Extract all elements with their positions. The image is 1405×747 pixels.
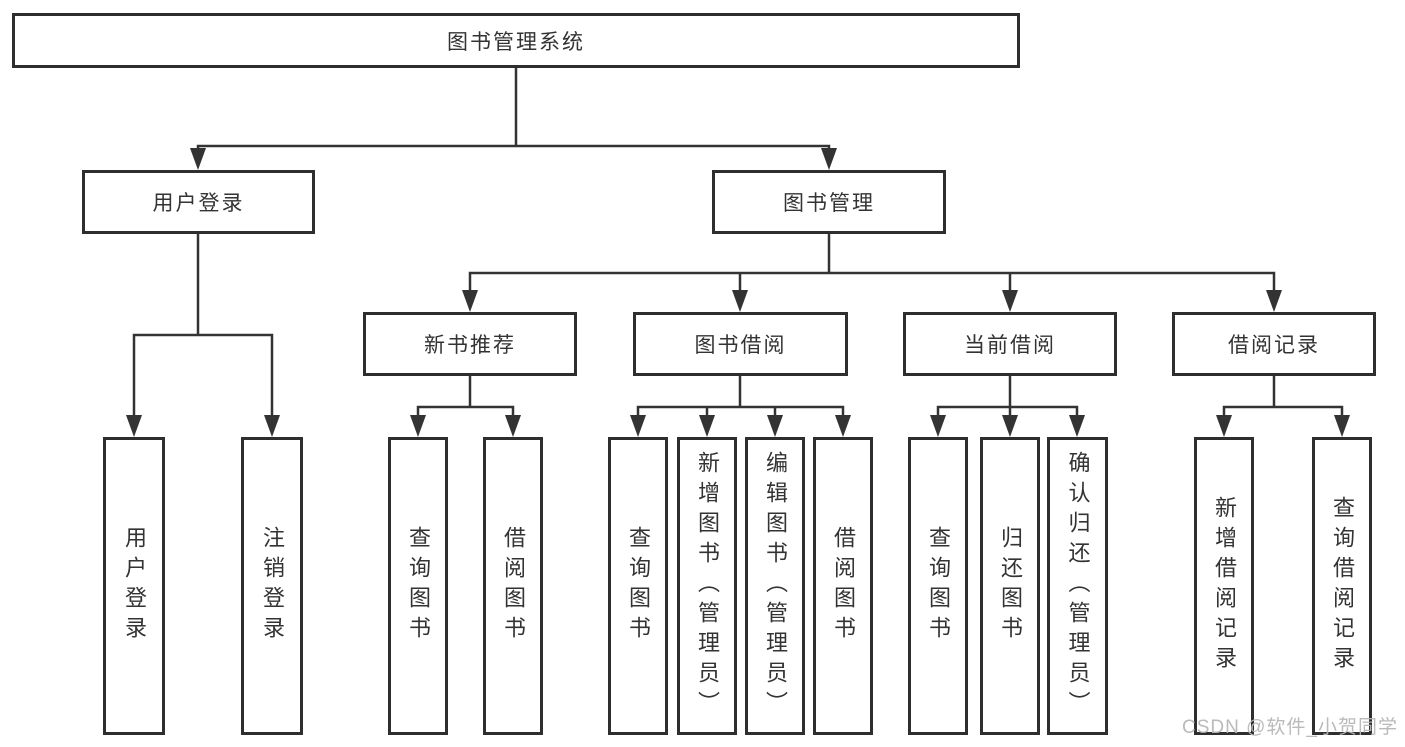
node-root: 图书管理系统 xyxy=(12,13,1020,68)
leaf-confirm-return-admin: 确认归还（管理员） xyxy=(1047,437,1108,735)
node-book-management-label: 图书管理 xyxy=(783,192,875,215)
leaf-user-login-label: 用户登录 xyxy=(122,526,147,646)
leaf-logout: 注销登录 xyxy=(241,437,303,735)
arrow-down-icon xyxy=(410,415,426,437)
connector-newbook-to-leaves xyxy=(416,374,515,423)
leaf-edit-books-admin: 编辑图书（管理员） xyxy=(745,437,805,735)
arrow-down-icon xyxy=(699,415,715,437)
connector-current-to-leaves xyxy=(936,374,1079,423)
arrow-down-icon xyxy=(462,290,478,312)
node-current-borrowing: 当前借阅 xyxy=(903,312,1117,376)
leaf-borrow-books-borrowing-label: 借阅图书 xyxy=(831,526,856,646)
arrow-down-icon xyxy=(126,415,142,437)
arrow-down-icon xyxy=(821,148,837,170)
node-book-borrowing: 图书借阅 xyxy=(633,312,848,376)
leaf-add-books-admin: 新增图书（管理员） xyxy=(677,437,737,735)
node-user-login-label: 用户登录 xyxy=(152,192,245,215)
leaf-borrow-books-recommend-label: 借阅图书 xyxy=(501,526,526,646)
arrow-down-icon xyxy=(1266,290,1282,312)
arrow-down-icon xyxy=(264,415,280,437)
connector-borrow-to-leaves xyxy=(636,374,845,423)
connector-userlogin-to-leaves xyxy=(132,232,274,423)
arrowheads xyxy=(126,148,1350,437)
node-root-label: 图书管理系统 xyxy=(447,30,585,54)
leaf-borrow-books-recommend: 借阅图书 xyxy=(483,437,543,735)
node-user-login: 用户登录 xyxy=(82,170,315,234)
node-new-book-recommendation: 新书推荐 xyxy=(363,312,577,376)
arrow-down-icon xyxy=(190,148,206,170)
node-new-book-recommendation-label: 新书推荐 xyxy=(424,334,516,357)
leaf-query-books-borrowing-label: 查询图书 xyxy=(626,526,651,646)
connector-bookmgmt-to-level3 xyxy=(468,232,1276,298)
arrow-down-icon xyxy=(1069,415,1085,437)
arrow-down-icon xyxy=(930,415,946,437)
leaf-borrow-books-borrowing: 借阅图书 xyxy=(813,437,873,735)
arrow-down-icon xyxy=(1002,290,1018,312)
leaf-query-borrow-record: 查询借阅记录 xyxy=(1312,437,1372,735)
node-borrowing-records-label: 借阅记录 xyxy=(1228,334,1320,357)
leaf-query-books-recommend-label: 查询图书 xyxy=(406,526,431,646)
arrow-down-icon xyxy=(630,415,646,437)
csdn-watermark: CSDN @软件_小贺同学 xyxy=(1182,717,1398,738)
leaf-edit-books-admin-label: 编辑图书（管理员） xyxy=(763,451,788,721)
arrow-down-icon xyxy=(835,415,851,437)
node-book-management: 图书管理 xyxy=(712,170,946,234)
leaf-add-borrow-record-label: 新增借阅记录 xyxy=(1212,496,1237,676)
leaf-return-books: 归还图书 xyxy=(980,437,1040,735)
leaf-query-books-current: 查询图书 xyxy=(908,437,968,735)
arrow-down-icon xyxy=(1334,415,1350,437)
leaf-query-books-recommend: 查询图书 xyxy=(388,437,448,735)
leaf-query-borrow-record-label: 查询借阅记录 xyxy=(1330,496,1355,676)
leaf-confirm-return-admin-label: 确认归还（管理员） xyxy=(1065,451,1091,721)
leaf-logout-label: 注销登录 xyxy=(260,526,285,646)
node-book-borrowing-label: 图书借阅 xyxy=(694,334,787,357)
node-borrowing-records: 借阅记录 xyxy=(1172,312,1376,376)
leaf-query-books-current-label: 查询图书 xyxy=(926,526,951,646)
node-current-borrowing-label: 当前借阅 xyxy=(964,334,1056,357)
leaf-query-books-borrowing: 查询图书 xyxy=(608,437,668,735)
leaf-return-books-label: 归还图书 xyxy=(998,526,1023,646)
arrow-down-icon xyxy=(1216,415,1232,437)
leaf-add-borrow-record: 新增借阅记录 xyxy=(1194,437,1254,735)
arrow-down-icon xyxy=(505,415,521,437)
arrow-down-icon xyxy=(1002,415,1018,437)
connector-root-to-level2 xyxy=(196,66,831,160)
arrow-down-icon xyxy=(732,290,748,312)
connector-records-to-leaves xyxy=(1222,374,1344,423)
leaf-user-login: 用户登录 xyxy=(103,437,165,735)
leaf-add-books-admin-label: 新增图书（管理员） xyxy=(695,451,720,721)
arrow-down-icon xyxy=(767,415,783,437)
